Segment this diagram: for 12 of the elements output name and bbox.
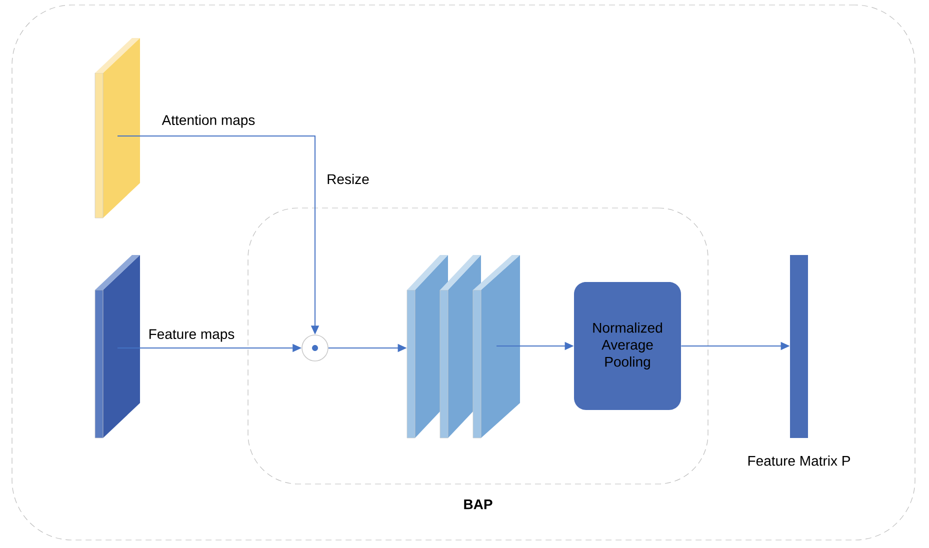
process-box: Normalized Average Pooling: [574, 282, 681, 410]
node-caption: Feature Matrix P: [748, 456, 850, 466]
node-label: BAP: [464, 500, 492, 510]
feature-slab-drawing: [94, 255, 140, 438]
feature-slab-drawing: [94, 38, 140, 218]
feature-slab-drawing: [472, 255, 520, 438]
step-label: Resize: [328, 174, 369, 184]
edge-label: Feature maps: [149, 329, 234, 342]
edge-label: Attention maps: [162, 114, 255, 128]
matrix-bar: [790, 255, 808, 438]
product-circle: [302, 334, 328, 362]
dashed-region: [12, 4, 916, 540]
